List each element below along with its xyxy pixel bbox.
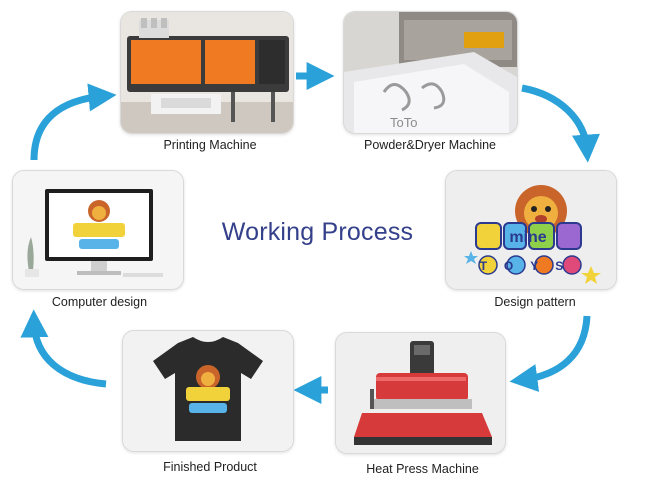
powder-dryer-card: ToTo xyxy=(343,11,518,134)
printing-machine-photo-icon xyxy=(121,12,293,133)
printing-machine-card xyxy=(120,11,294,134)
computer-design-card xyxy=(12,170,184,290)
design-pattern-photo-icon: mine TOYS xyxy=(446,171,616,289)
svg-text:ToTo: ToTo xyxy=(390,115,417,130)
arrow-computer-to-printing xyxy=(30,83,117,161)
finished-product-label: Finished Product xyxy=(163,460,257,474)
heat-press-photo-icon xyxy=(336,333,505,453)
heat-press-card xyxy=(335,332,506,454)
powder-dryer-label: Powder&Dryer Machine xyxy=(364,138,496,152)
printing-machine-label: Printing Machine xyxy=(163,138,257,152)
artwork-top-text: mine xyxy=(509,229,546,246)
computer-design-label: Computer design xyxy=(51,295,148,309)
arrow-design-to-heatpress xyxy=(509,315,591,392)
diagram-title: Working Process xyxy=(221,218,414,246)
computer-monitor-photo-icon xyxy=(13,171,183,289)
arrow-finished-to-computer xyxy=(20,309,107,388)
tshirt-photo-icon xyxy=(123,331,293,451)
arrow-powder-to-design xyxy=(521,84,600,163)
finished-product-card xyxy=(122,330,294,452)
artwork-bottom-text: TOYS xyxy=(480,259,580,273)
design-pattern-card: mine TOYS xyxy=(445,170,617,290)
powder-dryer-photo-icon: ToTo xyxy=(344,12,517,133)
heat-press-label: Heat Press Machine xyxy=(366,462,479,476)
design-pattern-label: Design pattern xyxy=(494,295,576,309)
